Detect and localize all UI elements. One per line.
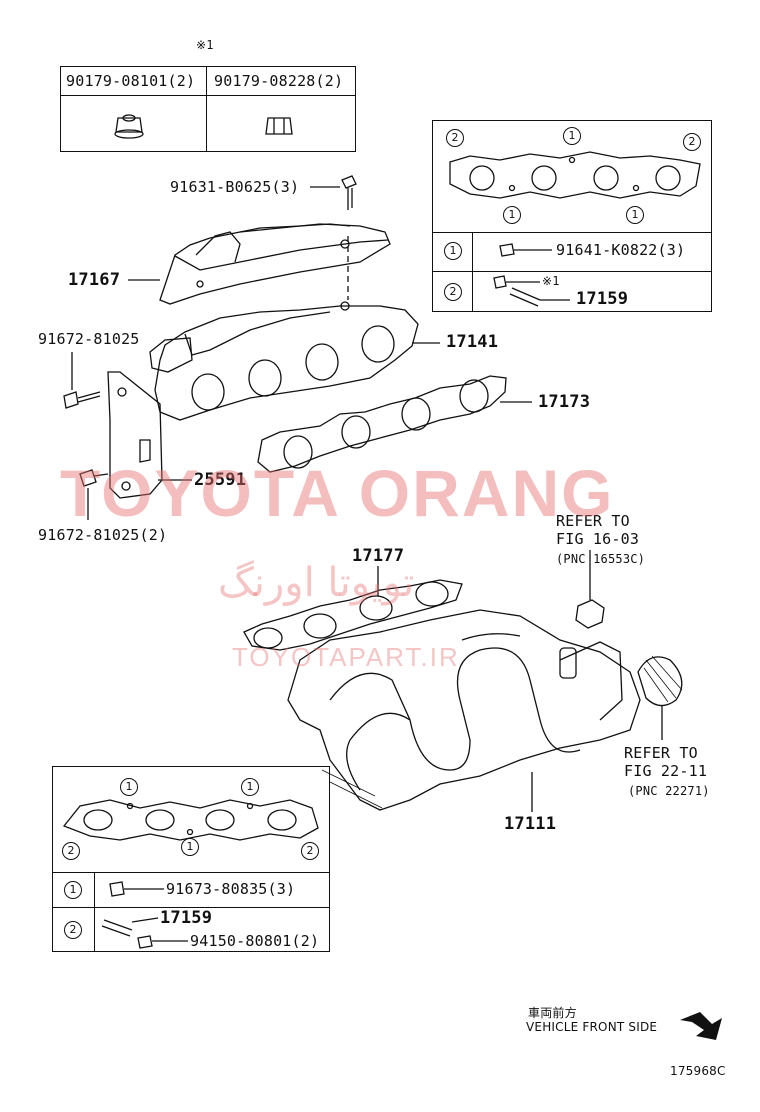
top-table — [60, 66, 356, 152]
front-arrow-icon — [680, 1012, 722, 1040]
bottom-table-row2-part-b: 94150-80801(2) — [190, 932, 320, 950]
heat-insulator-shape — [159, 223, 391, 305]
top-table-marker: ※1 — [196, 38, 214, 52]
ref2-line2: FIG 22-11 — [624, 762, 708, 780]
ref2-line1: REFER TO — [624, 744, 698, 762]
right-table-nut-icon — [493, 275, 540, 289]
ref2-line3: (PNC 22271) — [628, 784, 710, 798]
right-table-gasket-shape — [449, 151, 701, 199]
bottom-gasket-mark-3: 2 — [62, 842, 80, 860]
right-table-stud-icon — [509, 287, 570, 307]
top-table-col2: 90179-08228(2) — [214, 72, 344, 90]
bottom-gasket-mark-5: 2 — [301, 842, 319, 860]
label-intake-gasket: 17177 — [352, 546, 405, 566]
bracket-shape — [107, 371, 163, 499]
label-bolt-top: 91631-B0625(3) — [170, 178, 300, 196]
bottom-gasket-mark-2: 1 — [241, 778, 259, 796]
hex-nut-icon — [265, 117, 293, 135]
right-gasket-mark-2: 1 — [563, 127, 581, 145]
right-table-flange-bolt-icon — [499, 243, 552, 257]
right-table-row2-num: 2 — [444, 283, 462, 301]
front-side-cn: 車両前方 — [528, 1006, 577, 1020]
bottom-table-row2-num: 2 — [64, 921, 82, 939]
right-table-divider — [472, 232, 473, 312]
label-exhaust-manifold: 17141 — [446, 332, 499, 352]
right-table-row1-part: 91641-K0822(3) — [556, 241, 686, 259]
bolt-icon — [341, 175, 357, 210]
right-table — [432, 120, 712, 312]
right-gasket-mark-3: 2 — [683, 133, 701, 151]
top-table-col1: 90179-08101(2) — [66, 72, 196, 90]
bottom-table-row1-part: 91673-80835(3) — [166, 880, 296, 898]
exhaust-manifold-shape — [149, 301, 419, 421]
right-table-row2-marker: ※1 — [542, 274, 560, 288]
label-heat-insulator: 17167 — [68, 270, 121, 290]
bottom-gasket-mark-4: 1 — [181, 838, 199, 856]
right-gasket-mark-1: 2 — [446, 129, 464, 147]
bottom-table-nut-icon — [137, 935, 188, 949]
label-bracket: 25591 — [194, 470, 247, 490]
right-table-row2-part: 17159 — [576, 289, 629, 309]
right-gasket-mark-4: 1 — [503, 206, 521, 224]
bottom-gasket-mark-1: 1 — [120, 778, 138, 796]
label-bolt-left-2: 91672-81025(2) — [38, 526, 168, 544]
bottom-table-stud-icon — [101, 917, 159, 937]
front-side-en: VEHICLE FRONT SIDE — [526, 1020, 658, 1034]
intake-manifold-shape — [287, 599, 683, 811]
bottom-table-row1 — [52, 872, 330, 908]
right-table-row1-num: 1 — [444, 242, 462, 260]
watermark-site: TOYOTAPART.IR — [232, 642, 460, 672]
ref1-line2: FIG 16-03 — [556, 530, 640, 548]
bolt-lower-left-icon — [79, 469, 109, 487]
bottom-table-flange-bolt-icon — [109, 881, 164, 897]
bolt-left-icon — [63, 391, 101, 409]
bottom-table-row2-part-a: 17159 — [160, 908, 213, 928]
right-gasket-mark-5: 1 — [626, 206, 644, 224]
label-exhaust-gasket: 17173 — [538, 392, 591, 412]
exhaust-gasket-shape — [257, 375, 507, 473]
ref1-line3: (PNC 16553C) — [556, 552, 646, 566]
label-intake-manifold: 17111 — [504, 814, 557, 834]
bottom-table-gasket-shape — [62, 799, 319, 841]
watermark-arabic: تویوتا اورنگ — [218, 560, 415, 606]
intake-gasket-shape — [243, 579, 463, 651]
watermark-brand: TOYOTA ORANG — [60, 456, 615, 530]
flange-nut-icon — [114, 114, 144, 139]
bottom-table — [52, 766, 330, 952]
bottom-table-row1-num: 1 — [64, 881, 82, 899]
top-table-divider — [206, 66, 207, 152]
bottom-table-divider — [94, 872, 95, 952]
top-table-header-row — [60, 66, 356, 96]
ref1-line1: REFER TO — [556, 512, 630, 530]
diagram-code: 175968C — [670, 1064, 726, 1078]
label-bolt-left: 91672-81025 — [38, 330, 140, 348]
right-table-row1 — [432, 232, 712, 272]
